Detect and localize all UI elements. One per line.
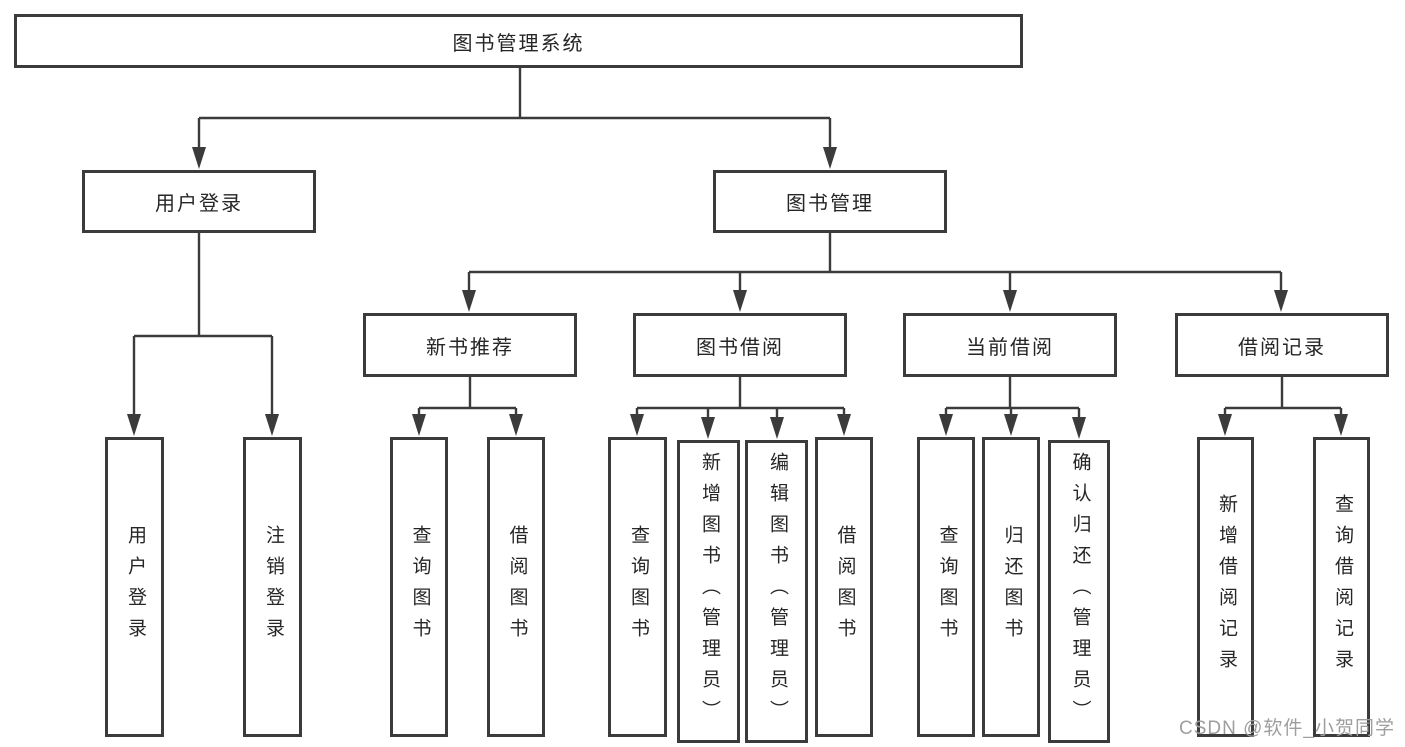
arrowhead-icon [823, 147, 837, 169]
leaf-label: 编辑图书（管理员） [766, 452, 788, 731]
connector-current-borrow-section [939, 377, 1086, 439]
node-book-borrow-label: 图书借阅 [696, 336, 784, 359]
leaf-query-borrow-record: 查询借阅记录 [1313, 437, 1370, 737]
arrowhead-icon [1003, 290, 1017, 312]
leaf-label: 用户登录 [124, 525, 146, 649]
connector-book-branch [462, 233, 1288, 312]
arrowhead-icon [1004, 414, 1018, 436]
arrowhead-icon [1274, 290, 1288, 312]
leaf-add-books-admin: 新增图书（管理员） [677, 440, 740, 743]
node-borrow-records-label: 借阅记录 [1238, 336, 1326, 359]
leaf-borrow-books: 借阅图书 [487, 437, 545, 737]
arrowhead-icon [127, 414, 141, 436]
node-book-management-label: 图书管理 [786, 193, 874, 215]
leaf-label: 查询图书 [627, 525, 649, 649]
arrowhead-icon [770, 417, 784, 439]
connector-book-borrow-section [630, 377, 851, 439]
leaf-label: 查询借阅记录 [1331, 494, 1353, 680]
leaf-edit-books-admin: 编辑图书（管理员） [745, 440, 808, 743]
node-root: 图书管理系统 [14, 14, 1023, 68]
leaf-borrow-books: 借阅图书 [815, 437, 873, 737]
connector-records-section [1218, 377, 1348, 436]
leaf-label: 注销登录 [262, 525, 284, 649]
arrowhead-icon [265, 414, 279, 436]
watermark: CSDN @软件_小贺同学 [1179, 718, 1395, 739]
arrowhead-icon [1334, 414, 1348, 436]
leaf-label: 借阅图书 [506, 525, 528, 649]
arrowhead-icon [462, 290, 476, 312]
node-current-borrow: 当前借阅 [903, 313, 1117, 377]
node-user-login: 用户登录 [82, 170, 316, 233]
leaf-label: 查询图书 [409, 525, 431, 649]
arrowhead-icon [1218, 414, 1232, 436]
connector-new-book-section [412, 377, 523, 436]
node-current-borrow-label: 当前借阅 [966, 336, 1054, 359]
arrowhead-icon [630, 414, 644, 436]
leaf-query-books: 查询图书 [608, 437, 667, 737]
node-book-management: 图书管理 [713, 170, 947, 233]
leaf-confirm-return-admin: 确认归还（管理员） [1048, 440, 1110, 743]
connector-user-branch [127, 233, 279, 436]
arrowhead-icon [939, 414, 953, 436]
arrowhead-icon [1072, 417, 1086, 439]
node-root-label: 图书管理系统 [452, 32, 585, 55]
arrowhead-icon [733, 290, 747, 312]
leaf-label: 确认归还（管理员） [1069, 452, 1091, 731]
leaf-query-books: 查询图书 [390, 437, 448, 737]
arrowhead-icon [701, 417, 715, 439]
leaf-query-books: 查询图书 [917, 437, 975, 737]
node-new-book-recommend-label: 新书推荐 [426, 336, 514, 359]
arrowhead-icon [192, 147, 206, 169]
leaf-logout: 注销登录 [243, 437, 302, 737]
leaf-add-borrow-record: 新增借阅记录 [1197, 437, 1254, 737]
connector-root-to-level2 [192, 68, 837, 169]
arrowhead-icon [837, 414, 851, 436]
leaf-return-books: 归还图书 [982, 437, 1040, 737]
leaf-label: 查询图书 [936, 525, 958, 649]
node-new-book-recommend: 新书推荐 [363, 313, 577, 377]
node-book-borrow: 图书借阅 [633, 313, 847, 377]
leaf-label: 新增图书（管理员） [698, 452, 720, 731]
arrowhead-icon [412, 414, 426, 436]
leaf-label: 新增借阅记录 [1215, 494, 1237, 680]
leaf-label: 归还图书 [1001, 525, 1023, 649]
arrowhead-icon [509, 414, 523, 436]
leaf-user-login: 用户登录 [105, 437, 164, 737]
node-user-login-label: 用户登录 [155, 193, 243, 215]
leaf-label: 借阅图书 [834, 525, 856, 649]
node-borrow-records: 借阅记录 [1175, 313, 1389, 377]
